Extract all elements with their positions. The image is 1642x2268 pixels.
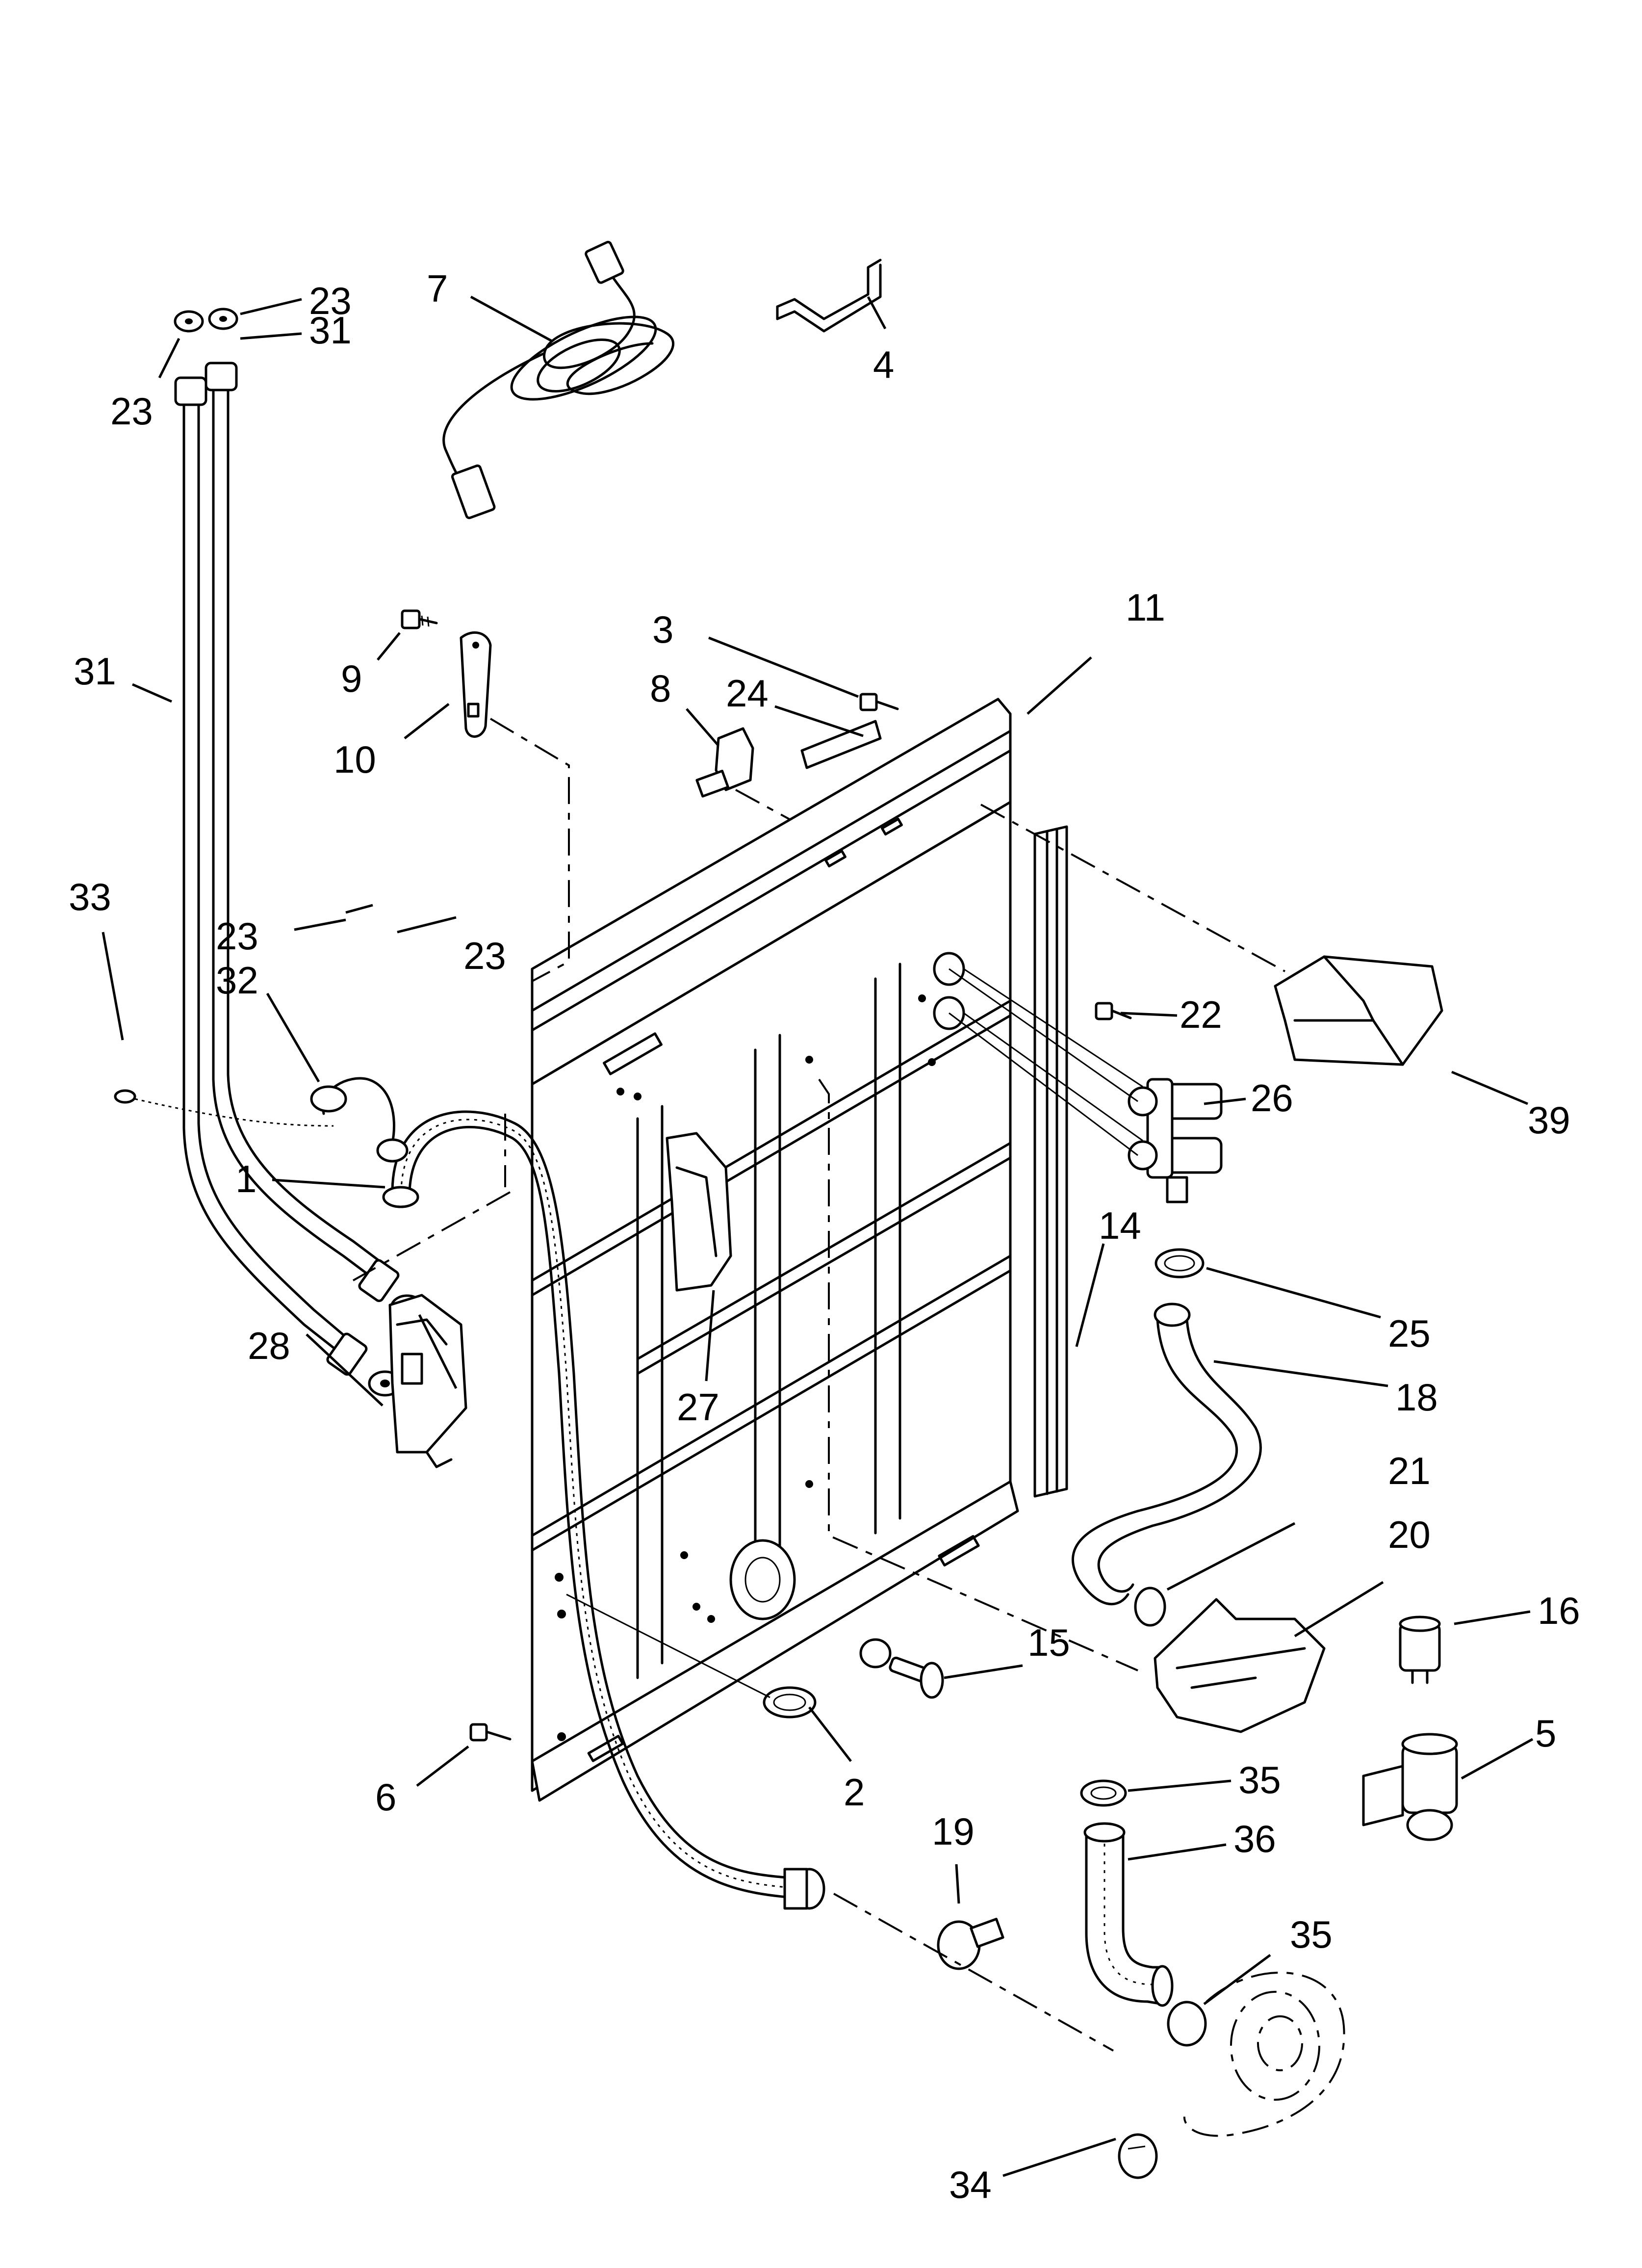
- callout-leaders: [102, 295, 1534, 2177]
- callout-32: 32: [216, 959, 258, 1002]
- bracket-part-28: [388, 1294, 467, 1468]
- pump-housing-part-20: [1154, 1598, 1326, 1733]
- clamp-part-2: [566, 1593, 817, 1719]
- callout-21: 21: [1388, 1449, 1431, 1492]
- callout-19: 19: [932, 1810, 975, 1853]
- capacitor-part-16: [1399, 1616, 1441, 1684]
- callout-31-top: 31: [309, 309, 352, 352]
- callout-23-top-right: 23: [309, 279, 352, 322]
- pump-phantom-outline: [1183, 1971, 1345, 2137]
- callout-23-middle-left: 23: [216, 914, 258, 958]
- callout-labels: 1 2 3 4 5 6 7 8 9 10 11 14 15 16 18 19 2…: [69, 267, 1580, 2206]
- callout-35-upper: 35: [1238, 1758, 1281, 1801]
- side-rail-part-14: [1033, 825, 1068, 1498]
- screw-part-3: [859, 693, 899, 711]
- power-cord-part-7: [442, 240, 675, 520]
- assembly-lines: [353, 718, 1285, 2052]
- callout-35-lower: 35: [1290, 1913, 1333, 1956]
- clamp-part-25: [1155, 1248, 1205, 1278]
- callout-25: 25: [1388, 1312, 1431, 1355]
- inlet-hoses-part-31: [174, 362, 400, 1376]
- callout-2: 2: [844, 1771, 865, 1814]
- callout-20: 20: [1388, 1513, 1431, 1556]
- callout-14: 14: [1099, 1204, 1141, 1247]
- callout-18: 18: [1395, 1376, 1438, 1419]
- callout-11: 11: [1126, 586, 1165, 629]
- callout-36: 36: [1233, 1817, 1276, 1860]
- callout-31-left: 31: [74, 650, 116, 693]
- callout-8: 8: [650, 667, 671, 710]
- drain-hose-part-1: [382, 1110, 825, 1910]
- callout-34: 34: [949, 2163, 992, 2206]
- clip-part-8: [695, 727, 754, 798]
- clamp-part-19: [937, 1918, 1004, 1970]
- callout-10: 10: [334, 738, 376, 781]
- callout-7: 7: [427, 267, 448, 310]
- callout-24: 24: [726, 672, 769, 715]
- callout-23-middle-right: 23: [463, 934, 506, 977]
- callout-27: 27: [677, 1385, 719, 1429]
- callout-6: 6: [375, 1775, 396, 1819]
- callout-15: 15: [1027, 1621, 1070, 1664]
- tie-strap-part-33: [114, 1089, 334, 1127]
- ring-part-34: [1118, 2133, 1158, 2179]
- strap-part-10: [460, 631, 492, 738]
- clamp-part-21: [1134, 1587, 1166, 1627]
- callout-16: 16: [1538, 1589, 1580, 1632]
- screw-part-6: [469, 1723, 512, 1742]
- screw-part-9: [401, 609, 438, 629]
- callout-22: 22: [1180, 993, 1222, 1036]
- callout-39: 39: [1528, 1098, 1570, 1142]
- callout-5: 5: [1535, 1712, 1556, 1755]
- pump-motor-part-5: [1362, 1733, 1458, 1841]
- clamp-part-32: [310, 1077, 409, 1163]
- clamps-part-35: [1080, 1779, 1207, 2047]
- screw-part-22: [1095, 1002, 1132, 1020]
- hose-part-18: [1072, 1303, 1262, 1606]
- callout-9: 9: [341, 657, 362, 700]
- callout-23-top-left: 23: [110, 390, 153, 433]
- callout-28: 28: [248, 1324, 290, 1367]
- callout-26: 26: [1251, 1076, 1293, 1120]
- plug-part-15: [859, 1638, 944, 1699]
- callout-4: 4: [873, 343, 894, 386]
- rear-panel-part-11: [531, 698, 1019, 1802]
- callout-33: 33: [69, 875, 111, 918]
- hose-part-36: [1083, 1822, 1174, 2007]
- callout-3: 3: [652, 608, 673, 651]
- bracket-part-4: [776, 259, 882, 333]
- callout-1: 1: [235, 1157, 257, 1200]
- bracket-part-27: [666, 1132, 732, 1292]
- water-valve-part-26: [949, 968, 1223, 1203]
- dispenser-part-39: [1274, 955, 1443, 1066]
